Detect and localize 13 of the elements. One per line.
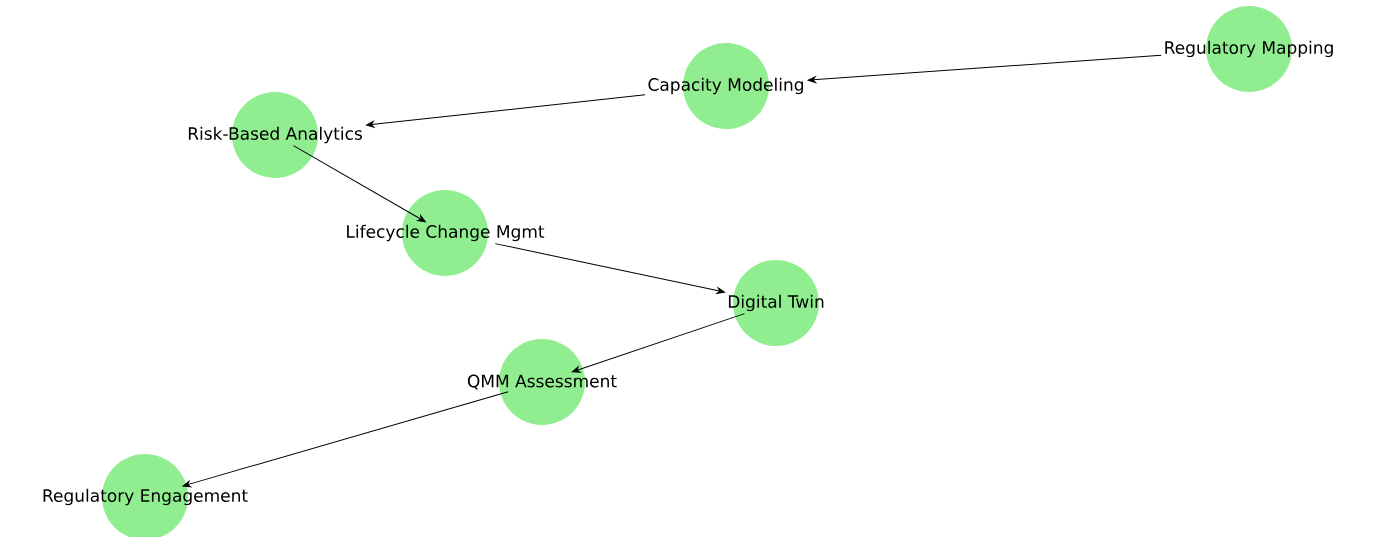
circle-node: Risk-Based Analytics: [188, 92, 362, 178]
circle-node: Regulatory Mapping: [1165, 6, 1333, 92]
circle-node: QMM Assessment: [467, 339, 617, 425]
arrow: [292, 145, 426, 223]
circle-node: Capacity Modeling: [648, 43, 803, 129]
arrow: [366, 94, 646, 128]
circle-node: Lifecycle Change Mgmt: [347, 190, 545, 276]
arrow: [807, 54, 1162, 84]
arrow: [571, 313, 746, 373]
circle-node: Regulatory Engagement: [43, 454, 248, 537]
arrow: [182, 391, 509, 488]
circle-node: Digital Twin: [728, 260, 824, 346]
arrow: [494, 243, 725, 294]
